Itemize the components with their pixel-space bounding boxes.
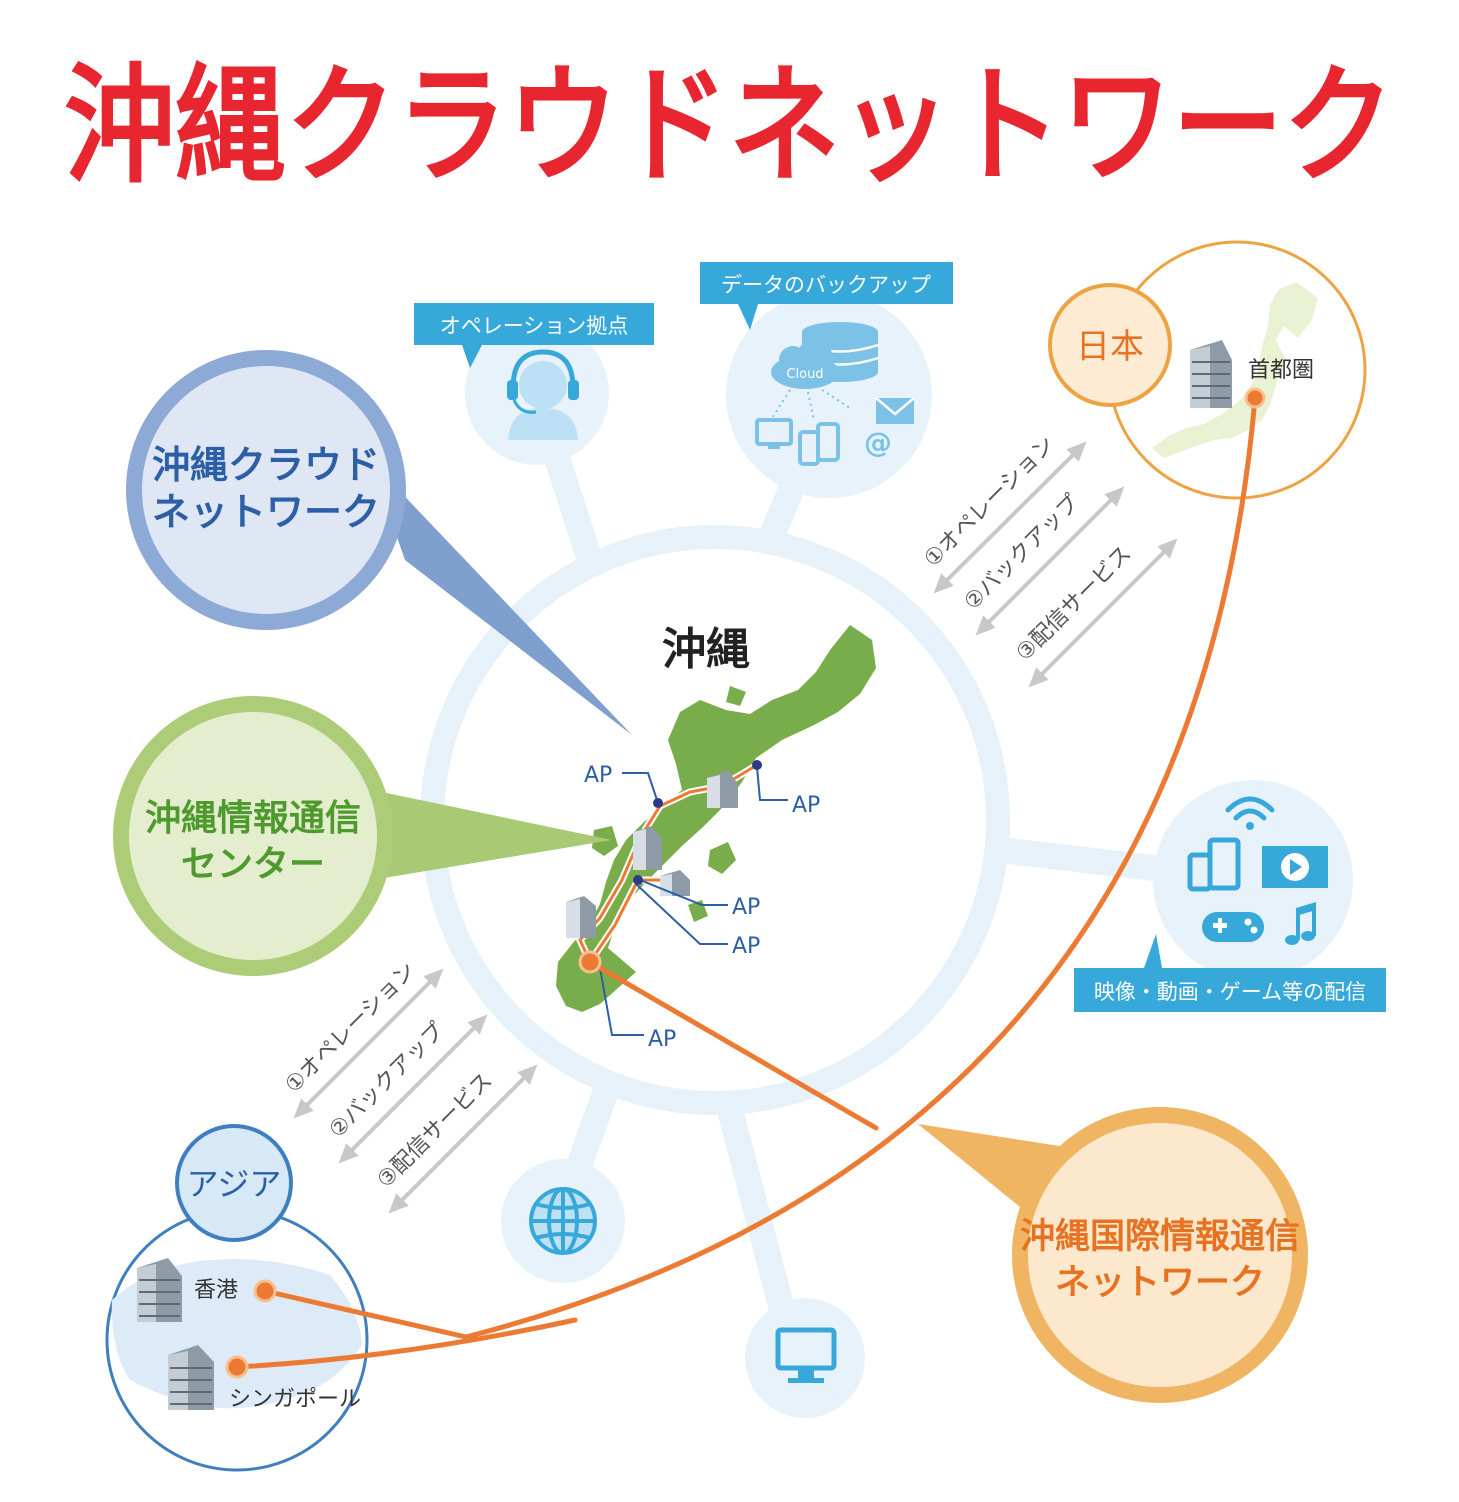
flow-arrows-japan (933, 441, 1178, 688)
wifi-icon (1225, 796, 1275, 830)
pc-node (745, 1298, 865, 1418)
cloud-icon: Cloud (771, 338, 839, 389)
data-backup-tag: データのバックアップ (700, 262, 953, 330)
cloud-network-line1: 沖縄クラウド (152, 443, 380, 487)
ap-points (633, 760, 762, 885)
data-center-building-icon (707, 770, 738, 808)
desktop-monitor-icon (755, 418, 793, 449)
video-play-icon (1262, 846, 1328, 888)
info-center-line2: センター (181, 844, 325, 885)
data-backup-label: データのバックアップ (721, 273, 931, 297)
operation-base-tag: オペレーション拠点 (414, 303, 654, 368)
info-center-line1: 沖縄情報通信 (145, 798, 361, 839)
hongkong-label: 香港 (194, 1278, 238, 1303)
singapore-label: シンガポール (229, 1387, 361, 1412)
info-center-callout: 沖縄情報通信 センター (113, 696, 612, 976)
flow-arrows-asia (293, 968, 538, 1214)
operation-base-label: オペレーション拠点 (440, 314, 629, 338)
ap-label: AP (732, 934, 760, 959)
intl-network-callout: 沖縄国際情報通信 ネットワーク (918, 1107, 1308, 1403)
ap-leader-lines (599, 766, 788, 1036)
mobile-devices-icon (798, 422, 840, 466)
cloud-icon-label: Cloud (786, 367, 823, 382)
ap-label: AP (732, 895, 760, 920)
ap-label: AP (792, 793, 820, 818)
data-center-building-icon (633, 826, 662, 870)
japan-label: 日本 (1076, 327, 1144, 367)
intl-network-line2: ネットワーク (1055, 1263, 1265, 1303)
tokyo-building-icon (1190, 340, 1232, 408)
japan-map-shape (1152, 282, 1318, 458)
okinawa-data-center-icons (566, 770, 738, 938)
cloud-network-callout: 沖縄クラウド ネットワーク (126, 350, 632, 735)
distribution-node: 映像・動画・ゲーム等の配信 (1074, 780, 1386, 1012)
intl-network-line1: 沖縄国際情報通信 (1020, 1217, 1300, 1257)
asia-region: アジア 香港 シンガポール (105, 1124, 369, 1472)
distribution-label: 映像・動画・ゲーム等の配信 (1094, 980, 1366, 1004)
okinawa-island-map (556, 625, 876, 1012)
singapore-building-icon (168, 1345, 214, 1410)
ap-label: AP (584, 763, 612, 788)
asia-label: アジア (187, 1165, 282, 1203)
internet-node (501, 1159, 625, 1283)
japan-region: 日本 首都圏 (1048, 240, 1367, 500)
computer-monitor-icon (775, 1327, 837, 1383)
distribution-tag: 映像・動画・ゲーム等の配信 (1074, 934, 1386, 1012)
page-title: 沖縄クラウドネットワーク (64, 52, 1394, 201)
game-controller-icon (1202, 912, 1264, 942)
ap-label: AP (648, 1027, 676, 1052)
data-center-building-icon (566, 896, 596, 938)
link-endpoints (225, 387, 1266, 1379)
email-at-icon: @ (864, 426, 892, 459)
okinawa-label: 沖縄 (662, 624, 750, 675)
data-center-building-icon (660, 870, 690, 896)
headset-operator-icon (507, 349, 579, 440)
data-backup-node: Cloud @ データのバックアップ (700, 262, 953, 498)
cloud-network-line2: ネットワーク (152, 490, 380, 534)
smartphone-tablet-icon (1187, 837, 1241, 892)
tokyo-label: 首都圏 (1248, 358, 1314, 383)
globe-icon (529, 1187, 597, 1255)
international-links (234, 395, 1258, 1370)
hongkong-building-icon (137, 1258, 182, 1322)
music-note-icon (1285, 902, 1316, 945)
email-envelope-icon (875, 397, 915, 424)
operation-base-node: オペレーション拠点 (414, 303, 654, 465)
